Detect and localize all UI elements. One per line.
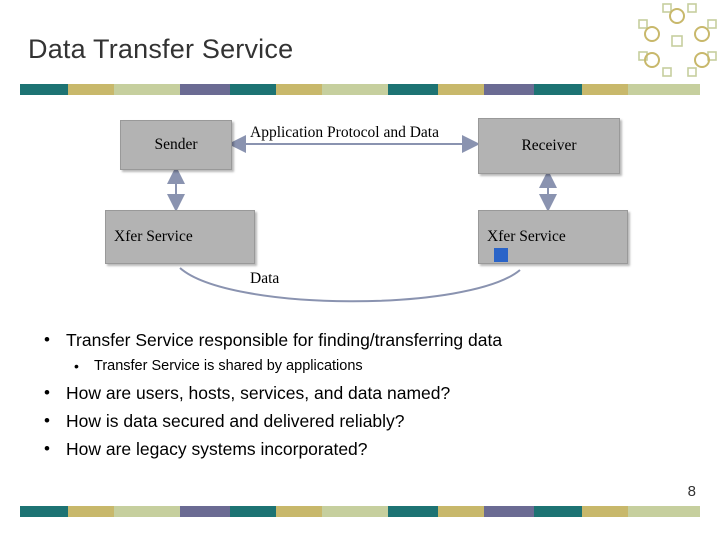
color-bar-segment [534,506,582,517]
sender-label: Sender [154,136,198,153]
bullet-list: Transfer Service responsible for finding… [0,330,720,467]
receiver-label: Receiver [521,137,577,154]
color-bar-segment [276,84,322,95]
top-color-bar [20,84,700,95]
color-bar-segment [628,84,700,95]
blue-marker-icon [494,248,508,262]
bullet-item: How are users, hosts, services, and data… [42,383,720,404]
color-bar-segment [322,506,388,517]
color-bar-segment [438,506,484,517]
color-bar-segment [322,84,388,95]
color-bar-segment [438,84,484,95]
architecture-diagram: Sender Receiver Xfer Service Xfer Servic… [0,100,720,303]
color-bar-segment [582,506,628,517]
bullet-item: Transfer Service is shared by applicatio… [72,358,720,374]
color-bar-segment [68,84,114,95]
corner-decoration-svg [638,3,717,77]
color-bar-segment [484,84,534,95]
color-bar-segment [628,506,700,517]
bottom-color-bar [20,506,700,517]
color-bar-segment [114,506,180,517]
color-bar-segment [534,84,582,95]
color-bar-segment [484,506,534,517]
diagram-connectors [167,135,557,303]
color-bar-segment [230,506,276,517]
page-number: 8 [687,483,696,500]
color-bar-segment [20,84,68,95]
color-bar-segment [180,506,230,517]
color-bar-segment [582,84,628,95]
color-bar-segment [230,84,276,95]
bullet-item: Transfer Service responsible for finding… [42,330,720,351]
page-title: Data Transfer Service [28,34,294,64]
sender-box: Sender [120,120,232,170]
bullet-item: How are legacy systems incorporated? [42,439,720,460]
color-bar-segment [68,506,114,517]
xfer-service-right-label: Xfer Service [487,228,566,245]
color-bar-segment [114,84,180,95]
xfer-service-left-box: Xfer Service [105,210,255,264]
xfer-service-left-label: Xfer Service [114,228,193,245]
application-protocol-label: Application Protocol and Data [250,124,439,141]
corner-decoration [630,0,720,85]
color-bar-segment [20,506,68,517]
bullet-item: How is data secured and delivered reliab… [42,411,720,432]
color-bar-segment [388,84,438,95]
color-bar-segment [276,506,322,517]
color-bar-segment [388,506,438,517]
data-label: Data [250,270,280,287]
color-bar-segment [180,84,230,95]
receiver-box: Receiver [478,118,620,174]
